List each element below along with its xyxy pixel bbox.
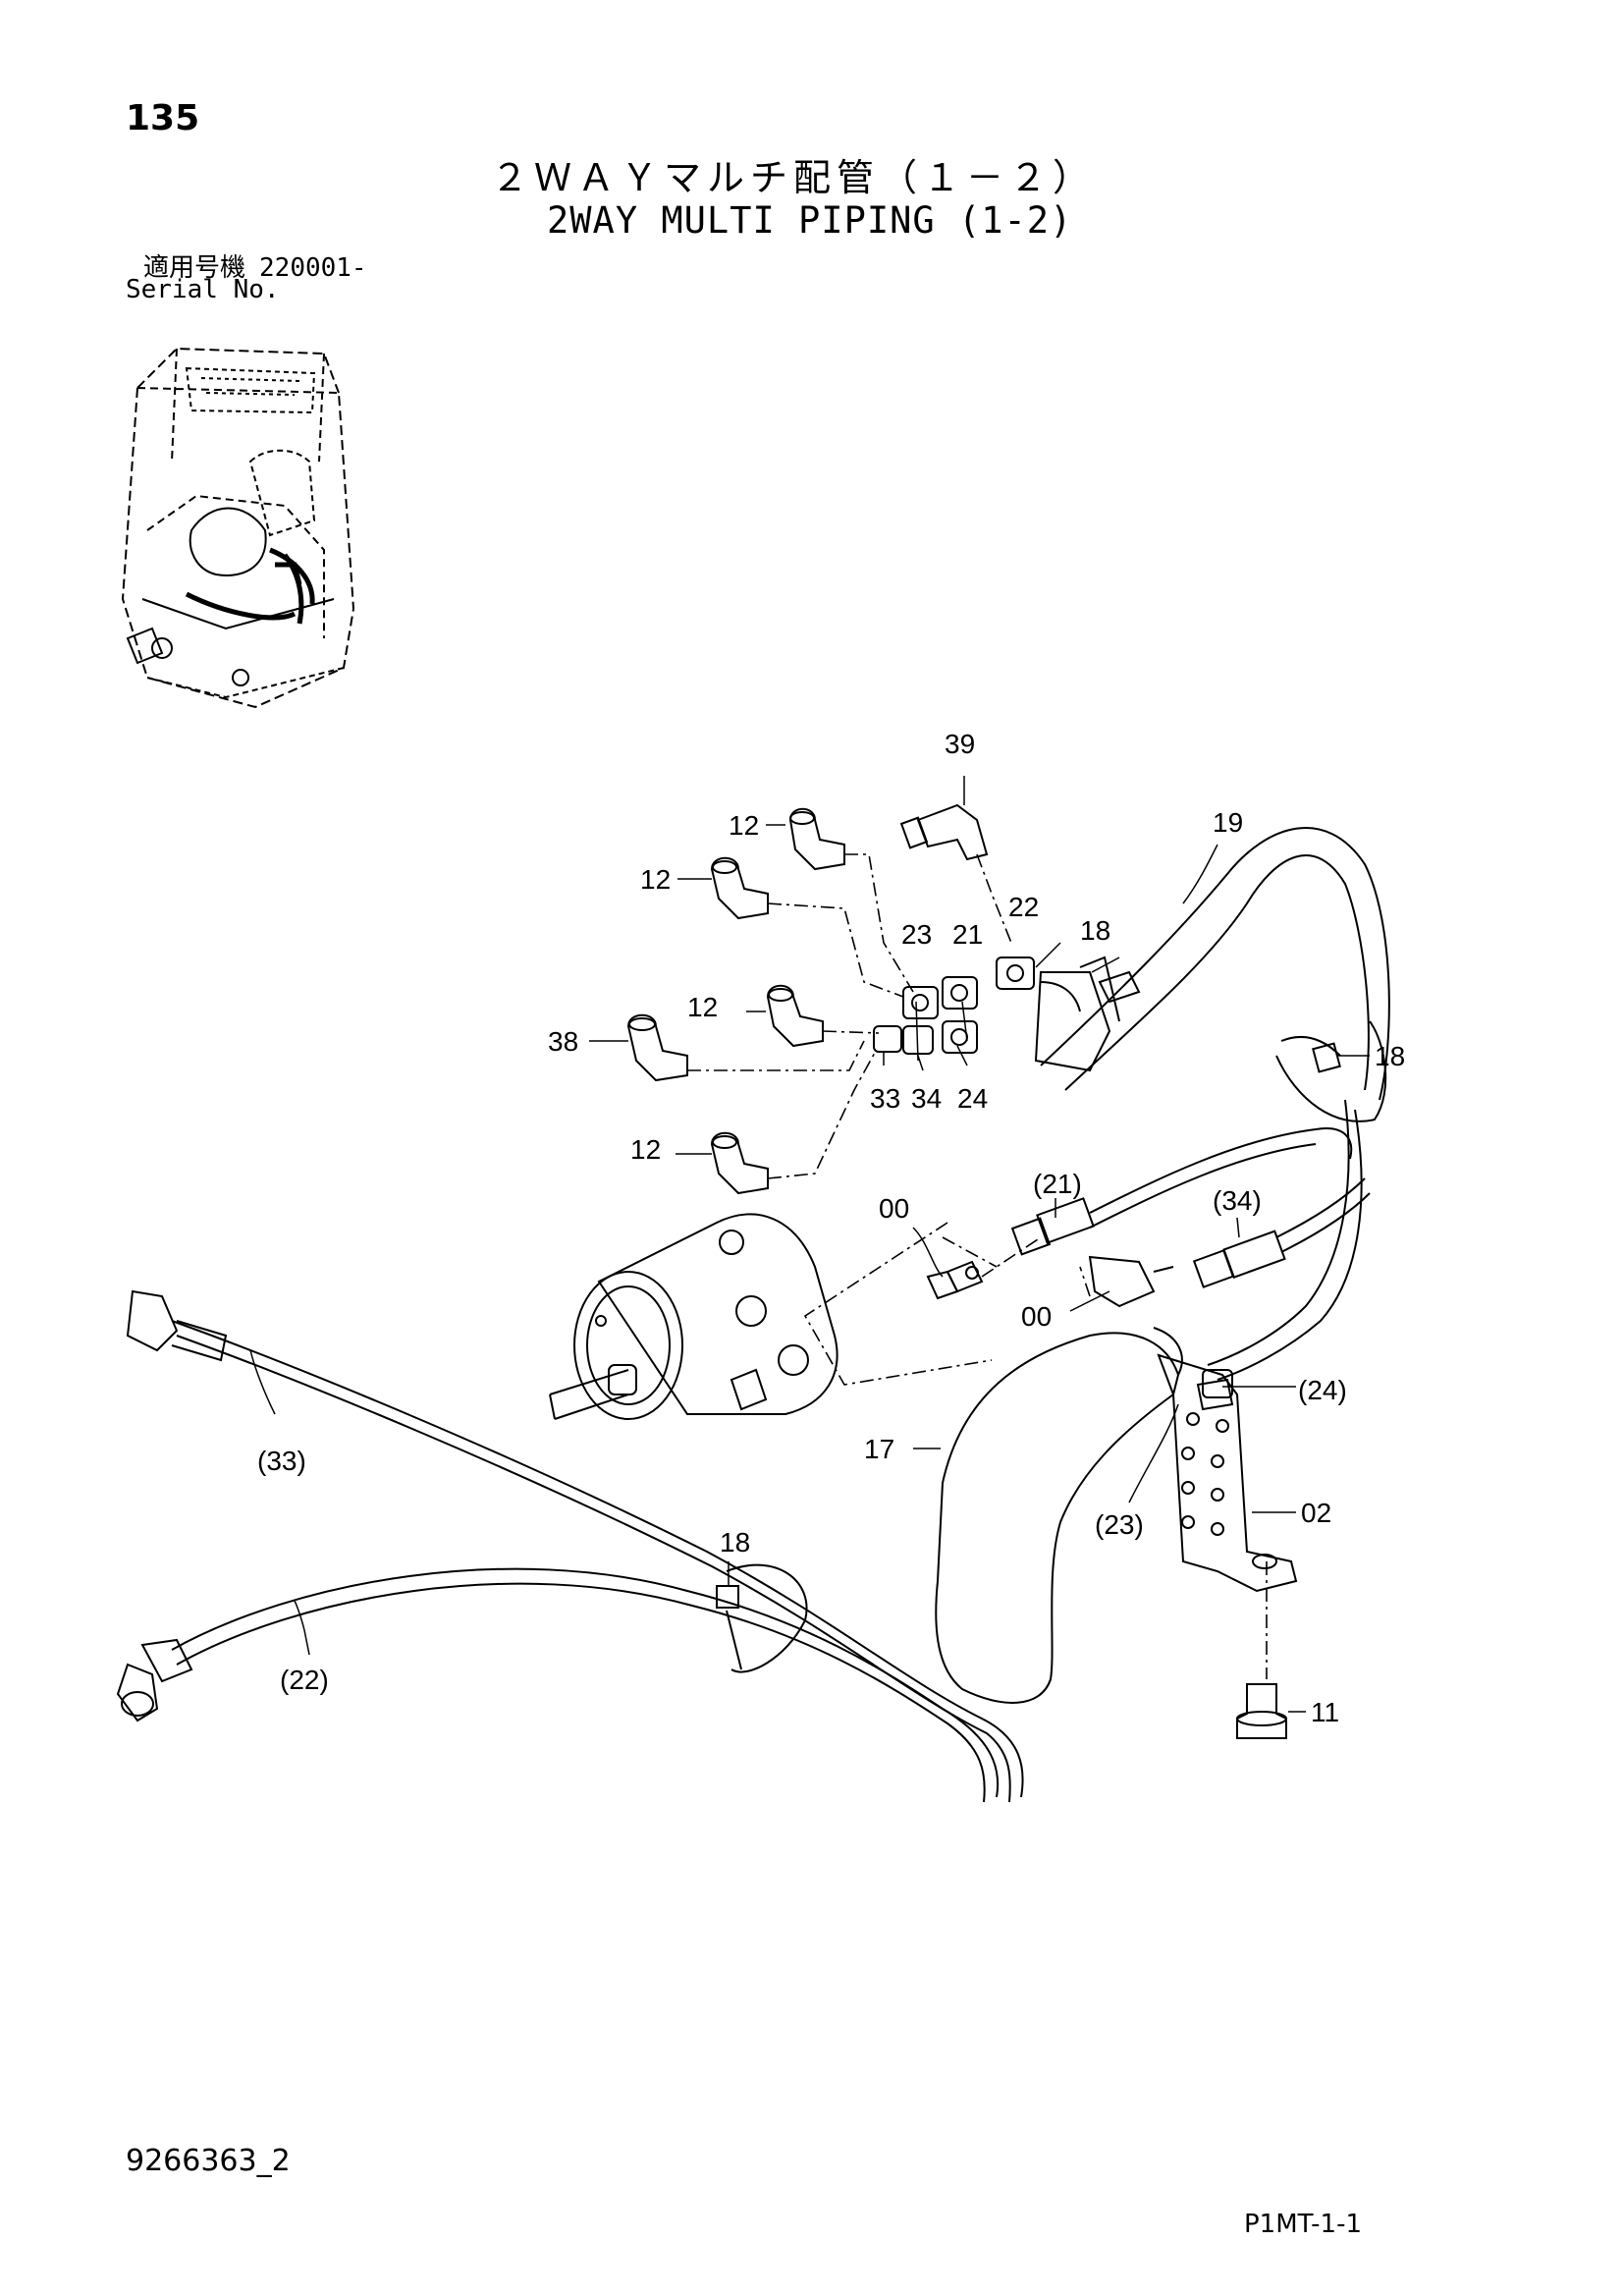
title-japanese: ２ＷＡＹマルチ配管（１－２）: [491, 156, 1097, 199]
callout-labels: 39 12 19 12 23 21 22 18 12 38 18 33 34 2…: [257, 729, 1405, 1727]
locator-thumbnail: [121, 347, 355, 709]
callout-33: 33: [870, 1083, 900, 1114]
callout-12-d: 12: [630, 1134, 661, 1165]
bolt-11: [1236, 1683, 1287, 1739]
fitting-21: [1010, 1197, 1095, 1256]
callout-19: 19: [1213, 807, 1243, 838]
serial-value: 220001-: [259, 253, 367, 283]
swivel-joint: [549, 1213, 839, 1420]
callout-17: 17: [864, 1434, 894, 1464]
manifold-block: [873, 956, 1120, 1072]
fitting-12a: [788, 807, 845, 871]
callout-12-c: 12: [687, 992, 718, 1022]
title-english: 2WAY MULTI PIPING (1-2): [547, 199, 1073, 242]
hose-22-end-fitting: [116, 1638, 193, 1722]
page-code: P1MT-1-1: [1244, 2210, 1362, 2239]
callout-24: 24: [957, 1083, 988, 1114]
hose-33-end-fitting: [126, 1289, 228, 1362]
callout-24-ref: (24): [1298, 1375, 1347, 1405]
callout-21-ref: (21): [1033, 1169, 1082, 1199]
cover-17: [935, 1332, 1180, 1704]
callout-38: 38: [548, 1026, 578, 1057]
hose-19-inner: [1040, 827, 1390, 1101]
callout-33-ref: (33): [257, 1446, 306, 1476]
callout-18-c: 18: [720, 1527, 750, 1558]
fitting-39: [899, 803, 989, 861]
fitting-12d: [710, 1131, 769, 1195]
elbow-00-upper: [926, 1260, 984, 1300]
callout-21: 21: [952, 919, 983, 950]
hose-21: [1089, 1127, 1353, 1214]
callout-39: 39: [945, 729, 975, 759]
serial-label-japanese: 適用号機 220001-: [143, 247, 367, 284]
callout-34: 34: [911, 1083, 942, 1114]
bracket-02: [1157, 1353, 1298, 1593]
hose-19-outer: [1064, 854, 1370, 1091]
callout-23-ref: (23): [1095, 1509, 1144, 1540]
callout-18-b: 18: [1375, 1041, 1405, 1071]
callout-22: 22: [1008, 892, 1039, 922]
callout-23: 23: [901, 919, 932, 950]
fitting-12b: [710, 856, 769, 920]
callout-00-a: 00: [879, 1193, 909, 1224]
cable-tie-18-top: [1098, 970, 1141, 1004]
elbow-00-lower: [1088, 1255, 1174, 1308]
callout-12-a: 12: [729, 810, 759, 841]
hose-34: [1275, 1177, 1366, 1238]
locator-highlight: [185, 547, 315, 625]
serial-label-english: Serial No.: [126, 275, 280, 304]
callout-02: 02: [1301, 1498, 1331, 1528]
fitting-34: [1192, 1230, 1286, 1288]
document-number: 9266363_2: [126, 2144, 291, 2178]
serial-label-jp-text: 適用号機: [143, 253, 246, 283]
callout-34-ref: (34): [1213, 1185, 1262, 1216]
hose-22: [171, 1567, 1000, 1798]
callout-22-ref: (22): [280, 1665, 329, 1695]
callout-18-a: 18: [1080, 915, 1110, 946]
cable-tie-18-right: [1280, 1036, 1341, 1073]
hose-bundle-right: [1207, 1099, 1350, 1366]
leader-lines: [249, 776, 1370, 1713]
callout-00-b: 00: [1021, 1301, 1052, 1332]
cable-tie-18-lower: [716, 1563, 808, 1673]
fitting-12c: [766, 984, 824, 1048]
callout-12-b: 12: [640, 864, 671, 895]
page-number: 135: [126, 98, 200, 138]
assembly-lines: [687, 853, 1268, 1679]
callout-11: 11: [1311, 1697, 1339, 1727]
fitting-38: [626, 1013, 688, 1082]
hose-33: [171, 1320, 1024, 1798]
